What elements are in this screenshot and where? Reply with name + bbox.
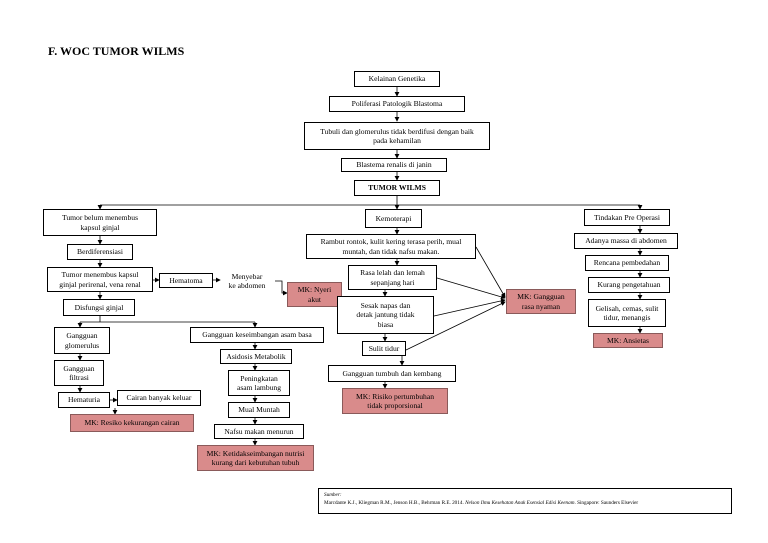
mk-anxiety-box: MK: Ansietas <box>593 333 663 348</box>
filtration-disorder-box: Gangguan filtrasi <box>54 360 104 386</box>
chemo-side-effects-box: Rambut rontok, kulit kering terasa perih… <box>306 234 476 259</box>
genetic-abnormality-box: Kelainan Genetika <box>354 71 440 87</box>
fluid-loss-box: Cairan banyak keluar <box>117 390 201 406</box>
wilms-tumor-box: TUMOR WILMS <box>354 180 440 196</box>
breathless-box: Sesak napas dan detak jantung tidak bias… <box>337 296 434 334</box>
hematuria-box: Hematuria <box>58 392 110 408</box>
abdominal-mass-box: Adanya massa di abdomen <box>574 233 678 249</box>
page-title: F. WOC TUMOR WILMS <box>48 44 185 58</box>
stomach-acid-box: Peningkatan asam lambung <box>228 370 290 396</box>
mk-fluid-deficit-box: MK: Resiko kekurangan cairan <box>70 414 194 432</box>
source-book: Nelson Ilmu Kesehatan Anak Esensial Edis… <box>465 499 575 506</box>
source-authors: Marcdante K.J., Kliegman R.M., Jenson H.… <box>324 499 464 506</box>
lack-knowledge-box: Kurang pengetahuan <box>588 277 670 293</box>
growth-disorder-box: Gangguan tumbuh dan kembang <box>328 365 456 382</box>
mk-nutrition-imbalance-box: MK: Ketidakseimbangan nutrisi kurang dar… <box>197 445 314 471</box>
source-publisher: . Singapore: Saunders Elsevier <box>574 499 639 506</box>
anxiety-symptoms-box: Gelisah, cemas, sulit tidur, menangis <box>588 299 666 327</box>
chemotherapy-box: Kemoterapi <box>365 209 422 228</box>
sleep-difficulty-box: Sulit tidur <box>362 341 406 356</box>
metabolic-acidosis-box: Asidosis Metabolik <box>220 349 292 364</box>
mk-comfort-disorder-box: MK: Gangguan rasa nyaman <box>506 289 576 314</box>
kidney-dysfunction-box: Disfungsi ginjal <box>63 299 135 316</box>
mk-growth-risk-box: MK: Risiko pertumbuhan tidak proporsiona… <box>342 388 448 414</box>
fatigue-box: Rasa lelah dan lemah sepanjang hari <box>348 265 437 290</box>
tumor-not-penetrate-box: Tumor belum menembus kapsul ginjal <box>43 209 157 236</box>
pathologic-proliferation-box: Poliferasi Patologik Blastoma <box>329 96 465 112</box>
tubuli-glomerulus-box: Tubuli dan glomerulus tidak berdifusi de… <box>304 122 490 150</box>
spread-abdomen-text: Menyebar ke abdomen <box>228 271 266 290</box>
hematoma-box: Hematoma <box>159 273 213 288</box>
mk-acute-pain-box: MK: Nyeri akut <box>287 282 342 307</box>
acid-base-disorder-box: Gangguan keseimbangan asam basa <box>190 327 324 343</box>
nausea-vomiting-box: Mual Muntah <box>228 402 290 418</box>
glomerulus-disorder-box: Gangguan glomerulus <box>54 327 110 354</box>
appetite-decrease-box: Nafsu makan menurun <box>214 424 304 439</box>
differentiate-box: Berdiferensiasi <box>67 244 133 260</box>
preop-action-box: Tindakan Pre Operasi <box>584 209 670 226</box>
renal-blastema-box: Blastema renalis di janin <box>341 158 447 172</box>
tumor-penetrate-box: Tumor menembus kapsul ginjal perirenal, … <box>47 267 153 292</box>
source-label: Sumber: <box>324 492 342 498</box>
surgery-plan-box: Rencana pembedahan <box>585 255 669 271</box>
source-citation: Sumber: Marcdante K.J., Kliegman R.M., J… <box>318 488 732 514</box>
